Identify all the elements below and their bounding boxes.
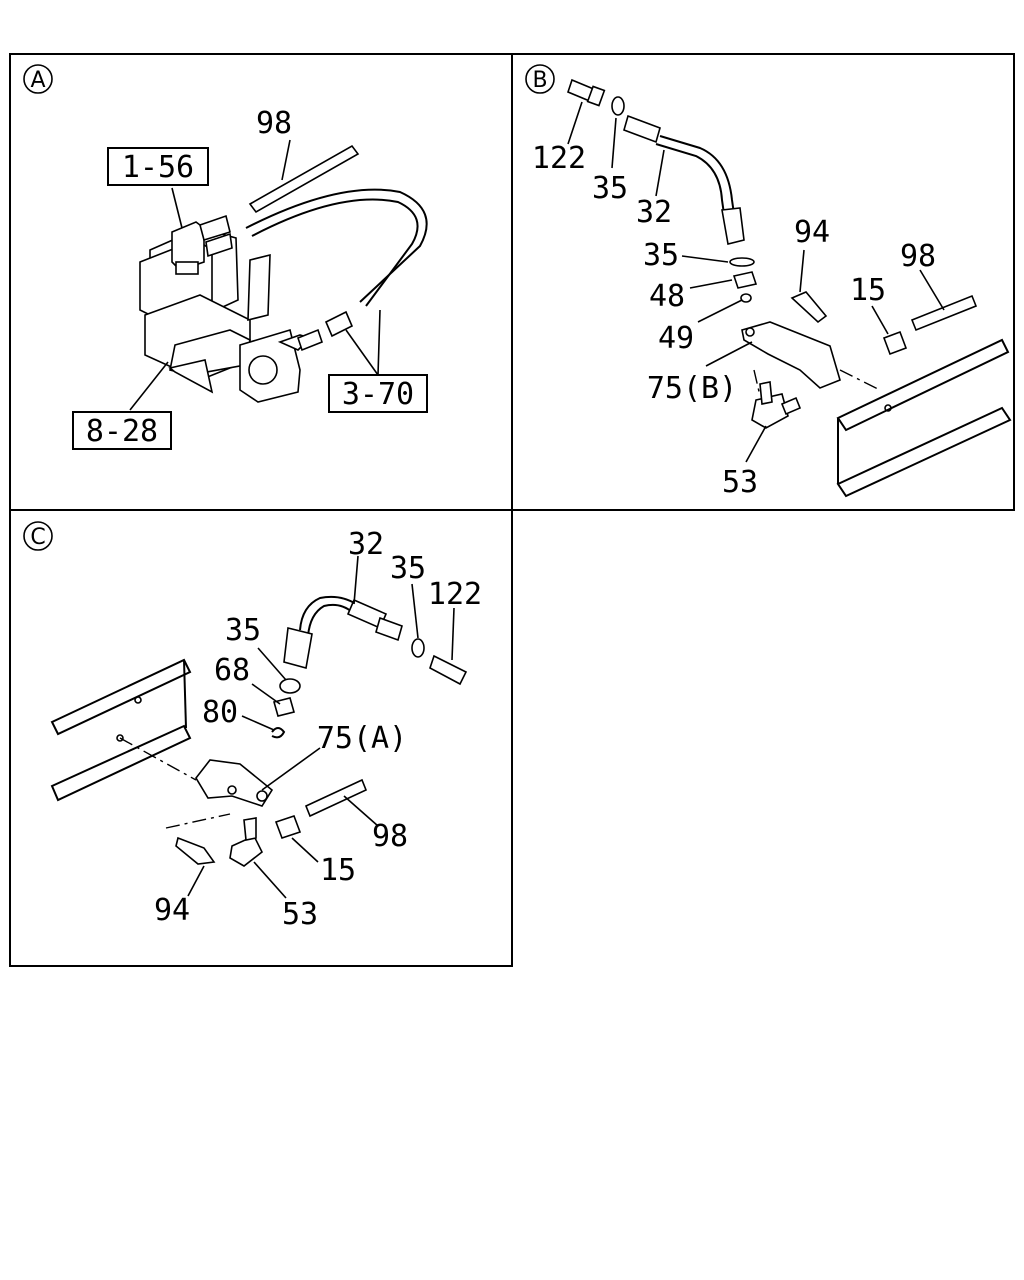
callout-98: 98: [372, 819, 408, 854]
callout-53: 53: [282, 897, 318, 932]
callout-3-70: 3-70: [342, 377, 414, 412]
connector-53-drawing: [751, 393, 789, 429]
washer-35-left: [279, 678, 301, 694]
fitting-3-70-drawing: [324, 310, 354, 338]
valve-assembly-drawing: [139, 214, 323, 403]
callout-48: 48: [649, 279, 685, 314]
hose-32-c: [299, 595, 357, 631]
callout-35-top: 35: [592, 171, 628, 206]
frame-rail-c: [50, 658, 192, 736]
callout-35-right: 35: [390, 551, 426, 586]
clip-80-drawing: [271, 727, 286, 739]
callout-8-28-box: [72, 411, 172, 450]
callout-94: 94: [154, 893, 190, 928]
panel-b-marker: [525, 64, 555, 94]
panel-b-id: B: [532, 68, 547, 93]
callout-1-56-box: [107, 147, 209, 186]
panel-b-frame: [511, 53, 1015, 511]
callout-53: 53: [722, 465, 758, 500]
callout-35-left: 35: [225, 613, 261, 648]
callout-15: 15: [850, 273, 886, 308]
tube-98-c: [304, 778, 368, 818]
callout-8-28: 8-28: [86, 414, 158, 449]
fitting-15-c: [274, 814, 302, 840]
panel-c-marker: [23, 521, 53, 551]
washer-35-right: [411, 638, 425, 658]
washer-drawing: [611, 96, 625, 116]
tube-98-b: [910, 294, 978, 332]
bracket-drawing: [741, 321, 841, 389]
callout-122: 122: [532, 141, 586, 176]
callout-1-56: 1-56: [122, 150, 194, 185]
hose-loop-a: [245, 188, 428, 303]
callout-94: 94: [794, 215, 830, 250]
callout-15: 15: [320, 853, 356, 888]
nut-68-drawing: [273, 697, 295, 717]
panel-b: B: [525, 64, 1012, 500]
banjo-bolt-c: [429, 654, 468, 686]
callout-3-70-box: [328, 374, 428, 413]
panel-c-id: C: [30, 525, 45, 550]
callout-35-mid: 35: [643, 238, 679, 273]
callout-68: 68: [214, 653, 250, 688]
callout-75a: 75(A): [317, 721, 407, 756]
callout-32: 32: [636, 195, 672, 230]
panel-a-marker: [23, 64, 53, 94]
callout-98: 98: [900, 239, 936, 274]
panel-a-id: A: [30, 68, 45, 93]
bolt-94-c: [175, 836, 216, 865]
callout-122: 122: [428, 577, 482, 612]
frame-rail-b: [836, 338, 1010, 432]
panel-c: C: [23, 521, 482, 932]
fitting-15-drawing: [882, 330, 908, 356]
hose-98-a: [248, 144, 360, 214]
panel-a: A 98 1-56: [23, 64, 428, 450]
bolt-94-drawing: [790, 291, 828, 324]
callout-49: 49: [658, 321, 694, 356]
hose-32-b: [623, 114, 661, 144]
callout-75b: 75(B): [647, 371, 737, 406]
panel-c-frame: [9, 509, 513, 967]
callout-98: 98: [256, 106, 292, 141]
callout-80: 80: [202, 695, 238, 730]
callout-32: 32: [348, 527, 384, 562]
